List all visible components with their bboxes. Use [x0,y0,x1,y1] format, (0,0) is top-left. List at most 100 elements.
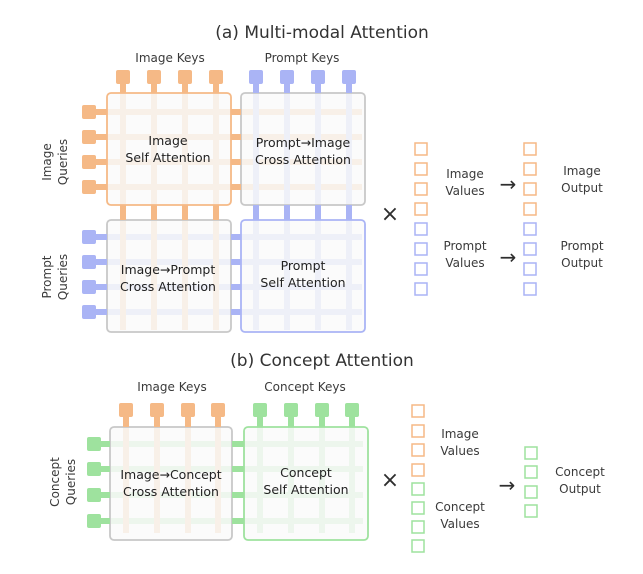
query-token-stem [96,184,107,190]
key-token-image [147,70,161,84]
key-connector [253,205,259,220]
query-connector [231,234,241,240]
panel-a-image-output-line1: Image [563,164,601,178]
panel-b-image-values-line1: Image [441,427,479,441]
output-token-prompt [523,242,537,256]
panel-b-title: (b) Concept Attention [230,351,414,371]
query-token-stem [96,309,107,315]
value-token-prompt [414,242,428,256]
key-token-concept [284,403,298,417]
key-token-concept [315,403,329,417]
block-prompt-image-cross-line1: Prompt→Image [256,135,351,150]
key-connector [120,205,126,220]
key-token-image [181,403,195,417]
query-token-image [82,105,96,119]
key-token-stem [215,417,221,427]
query-token-stem [96,284,107,290]
panel-b-image-values-line2: Values [440,444,479,458]
query-connector [231,309,241,315]
query-token-prompt [82,230,96,244]
value-token-image [411,424,425,438]
value-token-prompt [414,262,428,276]
output-token-prompt [523,282,537,296]
query-token-stem [96,134,107,140]
query-token-stem [101,441,110,447]
panel-a-prompt-output-line1: Prompt [560,239,603,253]
attention-block-a-0 [106,92,232,206]
attention-block-a-1 [240,92,366,206]
panel-a-multiply-symbol: × [381,202,399,227]
query-connector [232,466,244,472]
query-token-stem [101,518,110,524]
output-token-image [523,182,537,196]
attention-block-a-3 [240,219,366,333]
panel-a-prompt-arrow-icon: → [500,245,517,269]
block-prompt-image-cross-line2: Cross Attention [255,152,351,167]
output-token-concept [524,465,538,479]
key-token-stem [349,417,355,427]
query-token-prompt [82,255,96,269]
output-token-concept [524,446,538,460]
key-token-stem [185,417,191,427]
query-token-concept [87,488,101,502]
output-token-concept [524,504,538,518]
panel-a-image-values-line2: Values [445,184,484,198]
key-token-stem [123,417,129,427]
key-connector [315,205,321,220]
query-connector [231,284,241,290]
value-token-concept [411,539,425,553]
value-token-image [411,443,425,457]
key-token-concept [345,403,359,417]
attention-block-b-0 [109,426,233,541]
block-concept-self-line2: Self Attention [263,482,348,497]
attention-block-a-2 [106,219,232,333]
key-token-stem [253,84,259,93]
image-queries-label-line1: Image [40,143,54,181]
key-token-stem [288,417,294,427]
panel-a-title: (a) Multi-modal Attention [215,23,429,43]
concept-queries-label-line2: Queries [64,459,78,505]
output-token-concept [524,485,538,499]
key-token-concept [253,403,267,417]
panel-a-image-keys-label: Image Keys [135,51,204,65]
key-token-stem [346,84,352,93]
key-connector [182,205,188,220]
output-token-image [523,142,537,156]
query-token-stem [96,234,107,240]
key-connector [213,205,219,220]
attention-block-b-1 [243,426,369,541]
query-token-concept [87,514,101,528]
query-connector [232,492,244,498]
value-token-image [414,142,428,156]
image-queries-label-line2: Queries [56,139,70,185]
concept-queries-label-line1: Concept [48,457,62,507]
value-token-image [411,463,425,477]
query-token-image [82,130,96,144]
query-connector [232,441,244,447]
key-connector [284,205,290,220]
panel-b-concept-keys-label: Concept Keys [264,380,345,394]
key-connector [346,205,352,220]
query-token-stem [96,259,107,265]
query-connector [231,159,241,165]
key-token-stem [315,84,321,93]
key-token-image [211,403,225,417]
key-token-prompt [249,70,263,84]
block-image-prompt-cross-line1: Image→Prompt [121,262,216,277]
value-token-image [411,404,425,418]
output-token-image [523,162,537,176]
query-token-image [82,155,96,169]
query-token-stem [96,159,107,165]
prompt-queries-label-line2: Queries [56,254,70,300]
value-token-concept [411,520,425,534]
block-prompt-self-line2: Self Attention [260,275,345,290]
query-token-prompt [82,280,96,294]
panel-b-concept-values-line1: Concept [435,500,485,514]
block-image-self-line1: Image [148,133,187,148]
query-connector [231,184,241,190]
value-token-image [414,182,428,196]
key-token-stem [213,84,219,93]
panel-a-prompt-values-line1: Prompt [443,239,486,253]
key-token-prompt [280,70,294,84]
